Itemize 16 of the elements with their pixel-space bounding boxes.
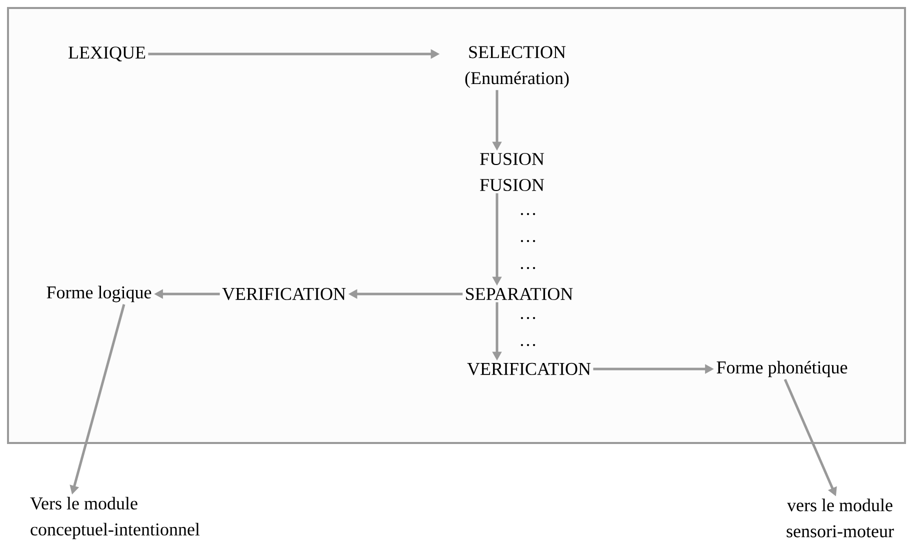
step-label: SEPARATION bbox=[466, 288, 573, 300]
step-label: Vers le module conceptuel-intentionnel bbox=[30, 496, 200, 540]
ellipsis: … bbox=[520, 212, 536, 216]
ellipsis: … bbox=[520, 316, 536, 320]
step-label: VERIFICATION bbox=[467, 362, 591, 376]
step-label: FUSION FUSION bbox=[480, 152, 544, 192]
step-label: vers le module sensori-moteur bbox=[786, 498, 894, 538]
step-label: LEXIQUE bbox=[68, 46, 146, 62]
step-label: Forme phonétique bbox=[716, 360, 848, 378]
ellipsis: … bbox=[520, 240, 536, 242]
frame-box bbox=[7, 7, 906, 444]
step-label: Forme logique bbox=[46, 286, 152, 302]
ellipsis: … bbox=[520, 266, 536, 270]
step-label: SELECTION (Enumération) bbox=[465, 46, 569, 88]
ellipsis: … bbox=[520, 344, 536, 346]
step-label: VERIFICATION bbox=[222, 288, 346, 300]
